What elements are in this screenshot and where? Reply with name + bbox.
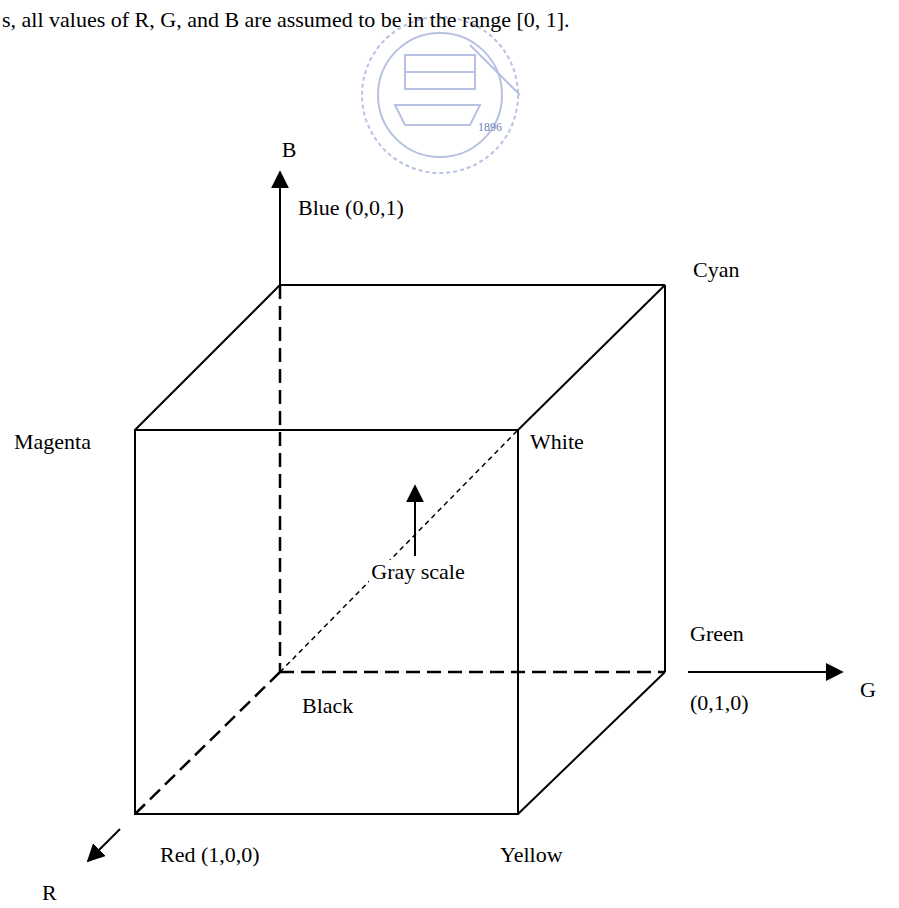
vertex-label: Black [300, 694, 355, 718]
vertex-label: Cyan [693, 258, 739, 282]
vertex-label: Green [690, 622, 744, 646]
watermark-text: 1896 [478, 121, 502, 134]
axis-label: R [42, 881, 57, 905]
vertex-label: Red (1,0,0) [160, 843, 260, 867]
axis-label: G [860, 678, 876, 702]
hidden-edges [135, 285, 665, 814]
watermark-logo [362, 17, 520, 173]
coordinate-label: (0,1,0) [690, 691, 749, 715]
cube-edges [135, 285, 665, 814]
diagonal-label: Gray scale [369, 560, 466, 584]
vertex-label: White [530, 430, 584, 454]
axis-label: B [282, 138, 297, 162]
vertex-label: Yellow [500, 843, 563, 867]
vertex-label: Magenta [14, 430, 91, 454]
note-text: s, all values of R, G, and B are assumed… [2, 8, 570, 32]
gray-diagonal [280, 430, 518, 672]
vertex-label: Blue (0,0,1) [298, 196, 404, 220]
axis-arrows [88, 172, 842, 861]
